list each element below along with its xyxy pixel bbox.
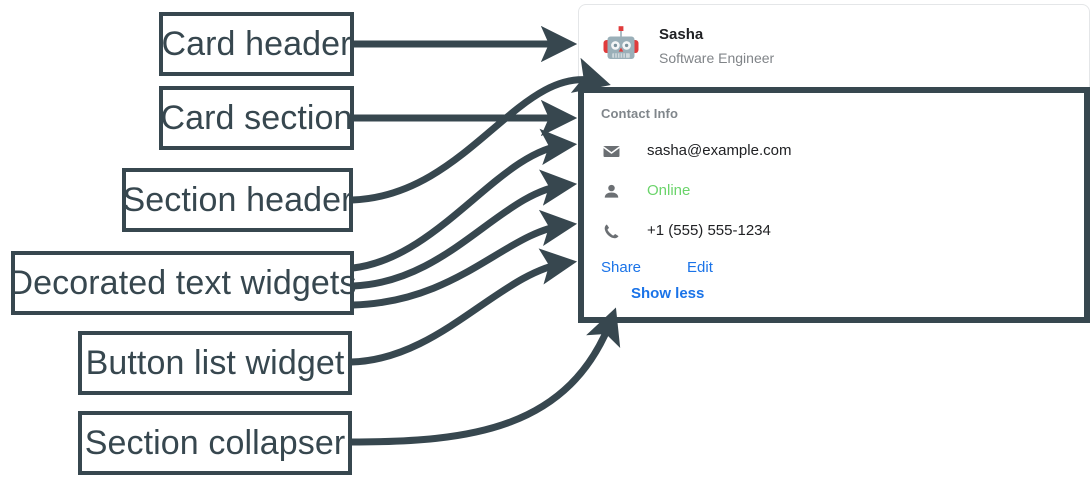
card-header: Sasha Software Engineer [579, 5, 1089, 87]
contact-card: Sasha Software Engineer Contact Info sas… [578, 4, 1090, 322]
arrow-decorated-text-1 [352, 128, 578, 272]
arrow-decorated-text-2 [352, 169, 578, 290]
robot-avatar-icon [599, 24, 643, 68]
email-icon [601, 141, 621, 161]
decorated-text-value-phone: +1 (555) 555-1234 [647, 222, 771, 239]
arrow-section-header [351, 57, 611, 204]
annotation-button-list-widget-label: Button list widget [85, 344, 345, 382]
annotation-section-collapser: Section collapser [78, 411, 352, 475]
person-icon [601, 181, 621, 201]
decorated-text-value-email: sasha@example.com [647, 142, 792, 159]
button-list-widget: Share Edit [601, 258, 1089, 278]
card-section: Contact Info sasha@example.com [579, 88, 1089, 314]
arrow-button-list [350, 248, 578, 366]
section-collapser-button[interactable]: Show less [631, 285, 705, 302]
card-header-title: Sasha [659, 25, 704, 43]
decorated-text-row-status: Online [601, 178, 1089, 204]
card-header-text: Sasha Software Engineer [659, 25, 774, 68]
annotation-card-header: Card header [159, 12, 354, 76]
annotation-card-section: Card section [159, 86, 354, 150]
arrow-section-collapser [350, 307, 621, 446]
arrow-decorated-text-3 [352, 209, 578, 309]
annotation-card-section-label: Card section [160, 99, 353, 137]
decorated-text-row-email: sasha@example.com [601, 138, 1089, 164]
annotation-card-header-label: Card header [161, 25, 352, 63]
share-button[interactable]: Share [601, 259, 642, 276]
annotation-button-list-widget: Button list widget [78, 331, 352, 395]
annotation-section-header: Section header [122, 168, 353, 232]
annotation-decorated-text-widgets-label: Decorated text widgets [8, 264, 357, 302]
card-header-subtitle: Software Engineer [659, 49, 775, 66]
annotation-decorated-text-widgets: Decorated text widgets [8, 251, 357, 315]
edit-button[interactable]: Edit [687, 259, 713, 276]
section-header: Contact Info [601, 106, 679, 121]
annotation-section-collapser-label: Section collapser [84, 424, 346, 462]
decorated-text-row-phone: +1 (555) 555-1234 [601, 218, 1089, 244]
annotation-section-header-label: Section header [122, 181, 353, 219]
phone-icon [601, 221, 621, 241]
decorated-text-value-status: Online [647, 182, 691, 199]
